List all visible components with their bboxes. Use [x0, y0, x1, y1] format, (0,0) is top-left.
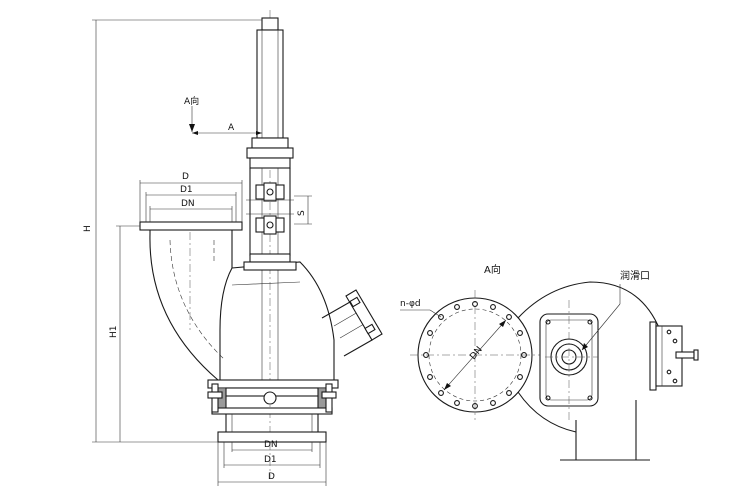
dim-dn-top-label: DN [181, 199, 195, 209]
dim-a-label: A [228, 123, 235, 133]
dim-d1-top-label: D1 [180, 185, 193, 195]
body-bottom-flange [207, 379, 339, 389]
dim-dn-bottom-label: DN [264, 440, 278, 450]
side-branch [321, 289, 383, 357]
a-view-arrow-label: A向 [184, 95, 199, 107]
lubrication-port-label: 润滑口 [620, 269, 650, 282]
front-elevation: A向 A D D1 DN S H H1 [83, 10, 383, 486]
dim-h1-label: H1 [109, 326, 119, 339]
view-a-title: A向 [484, 263, 501, 276]
dim-s-label: S [297, 210, 307, 216]
dim-d1-bottom-label: D1 [264, 455, 277, 465]
side-flange-view [649, 321, 699, 391]
outlet-flange-top [139, 221, 243, 231]
flange-bolt-holes [423, 301, 527, 409]
bolt-holes-label: n-φd [400, 299, 421, 309]
dim-h-label: H [83, 225, 93, 232]
actuator-cylinder [256, 29, 284, 139]
inlet-flange-bottom [217, 431, 327, 443]
dim-d-top-label: D [182, 172, 189, 182]
bottom-bolts [207, 383, 337, 413]
dim-d-bottom-label: D [268, 472, 275, 482]
view-a: A向 n-φd [400, 263, 699, 461]
actuator-cap [261, 17, 279, 31]
